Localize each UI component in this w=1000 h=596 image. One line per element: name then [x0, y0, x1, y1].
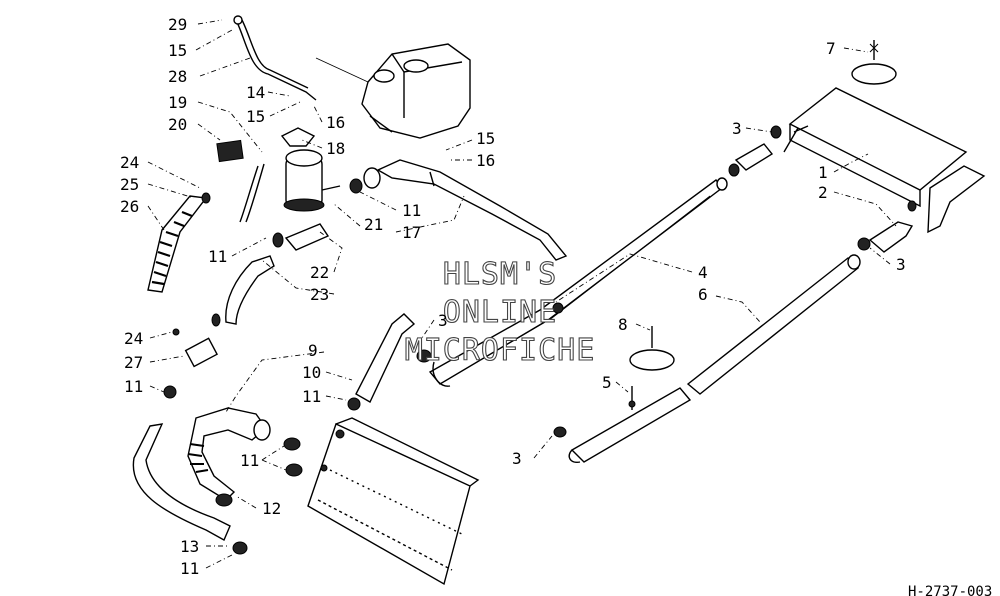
watermark: HLSM'S ONLINE MICROFICHE [404, 256, 596, 368]
callout-2: 2 [818, 183, 828, 202]
callout-3: 3 [732, 119, 742, 138]
callout-11: 11 [208, 247, 227, 266]
callout-labels: 29 15 28 19 20 14 15 16 18 15 16 24 25 2… [120, 15, 992, 596]
pump-18 [239, 127, 341, 223]
watermark-line-3: MICROFICHE [405, 333, 596, 368]
leader-lines [147, 19, 897, 569]
hose-17 [363, 159, 568, 261]
fastener-5 [628, 386, 636, 410]
callout-5: 5 [602, 373, 612, 392]
callout-27: 27 [124, 353, 143, 372]
callout-24: 24 [120, 153, 139, 172]
tube-6 [553, 254, 861, 464]
callout-23: 23 [310, 285, 329, 304]
hose-2 [857, 200, 917, 253]
callout-3: 3 [438, 311, 448, 330]
callout-25: 25 [120, 175, 139, 194]
hose-10 [347, 313, 432, 411]
callout-15: 15 [476, 129, 495, 148]
hose-13 [132, 385, 248, 555]
callout-11: 11 [302, 387, 321, 406]
callout-29: 29 [168, 15, 187, 34]
callout-13: 13 [180, 537, 199, 556]
callout-18: 18 [326, 139, 345, 158]
corrugated-hose-26 [147, 192, 211, 293]
callout-11: 11 [124, 377, 143, 396]
callout-12: 12 [262, 499, 281, 518]
clamp-21 [349, 178, 363, 194]
callout-24: 24 [124, 329, 143, 348]
callout-22: 22 [310, 263, 329, 282]
footer-code: H-2737-003 [908, 584, 992, 596]
vent-line-28 [233, 15, 369, 101]
gasket-20 [216, 139, 244, 163]
callout-17: 17 [402, 223, 421, 242]
callout-11: 11 [240, 451, 259, 470]
callout-20: 20 [168, 115, 187, 134]
callout-16: 16 [476, 151, 495, 170]
heat-exchanger-1 [783, 87, 986, 234]
callout-15: 15 [168, 41, 187, 60]
callout-9: 9 [308, 341, 318, 360]
callout-11: 11 [402, 201, 421, 220]
callout-26: 26 [120, 197, 139, 216]
callout-14: 14 [246, 83, 265, 102]
callout-3: 3 [512, 449, 522, 468]
callout-11: 11 [180, 559, 199, 578]
callout-3: 3 [896, 255, 906, 274]
callout-8: 8 [618, 315, 628, 334]
callout-15: 15 [246, 107, 265, 126]
cap-7 [851, 40, 897, 85]
callout-1: 1 [818, 163, 828, 182]
tube-4 [428, 177, 728, 387]
floor-panel [307, 417, 480, 586]
callout-10: 10 [302, 363, 321, 382]
callout-28: 28 [168, 67, 187, 86]
tank [361, 43, 471, 139]
hose-23 [225, 223, 330, 325]
hose-9 [187, 407, 303, 507]
watermark-line-1: HLSM'S [443, 257, 557, 292]
callout-16: 16 [326, 113, 345, 132]
callout-7: 7 [826, 39, 836, 58]
callout-4: 4 [698, 263, 708, 282]
cap-8 [629, 326, 675, 371]
watermark-line-2: ONLINE [443, 295, 557, 330]
callout-19: 19 [168, 93, 187, 112]
fitting-27 [172, 313, 221, 368]
callout-6: 6 [698, 285, 708, 304]
callout-21: 21 [364, 215, 383, 234]
